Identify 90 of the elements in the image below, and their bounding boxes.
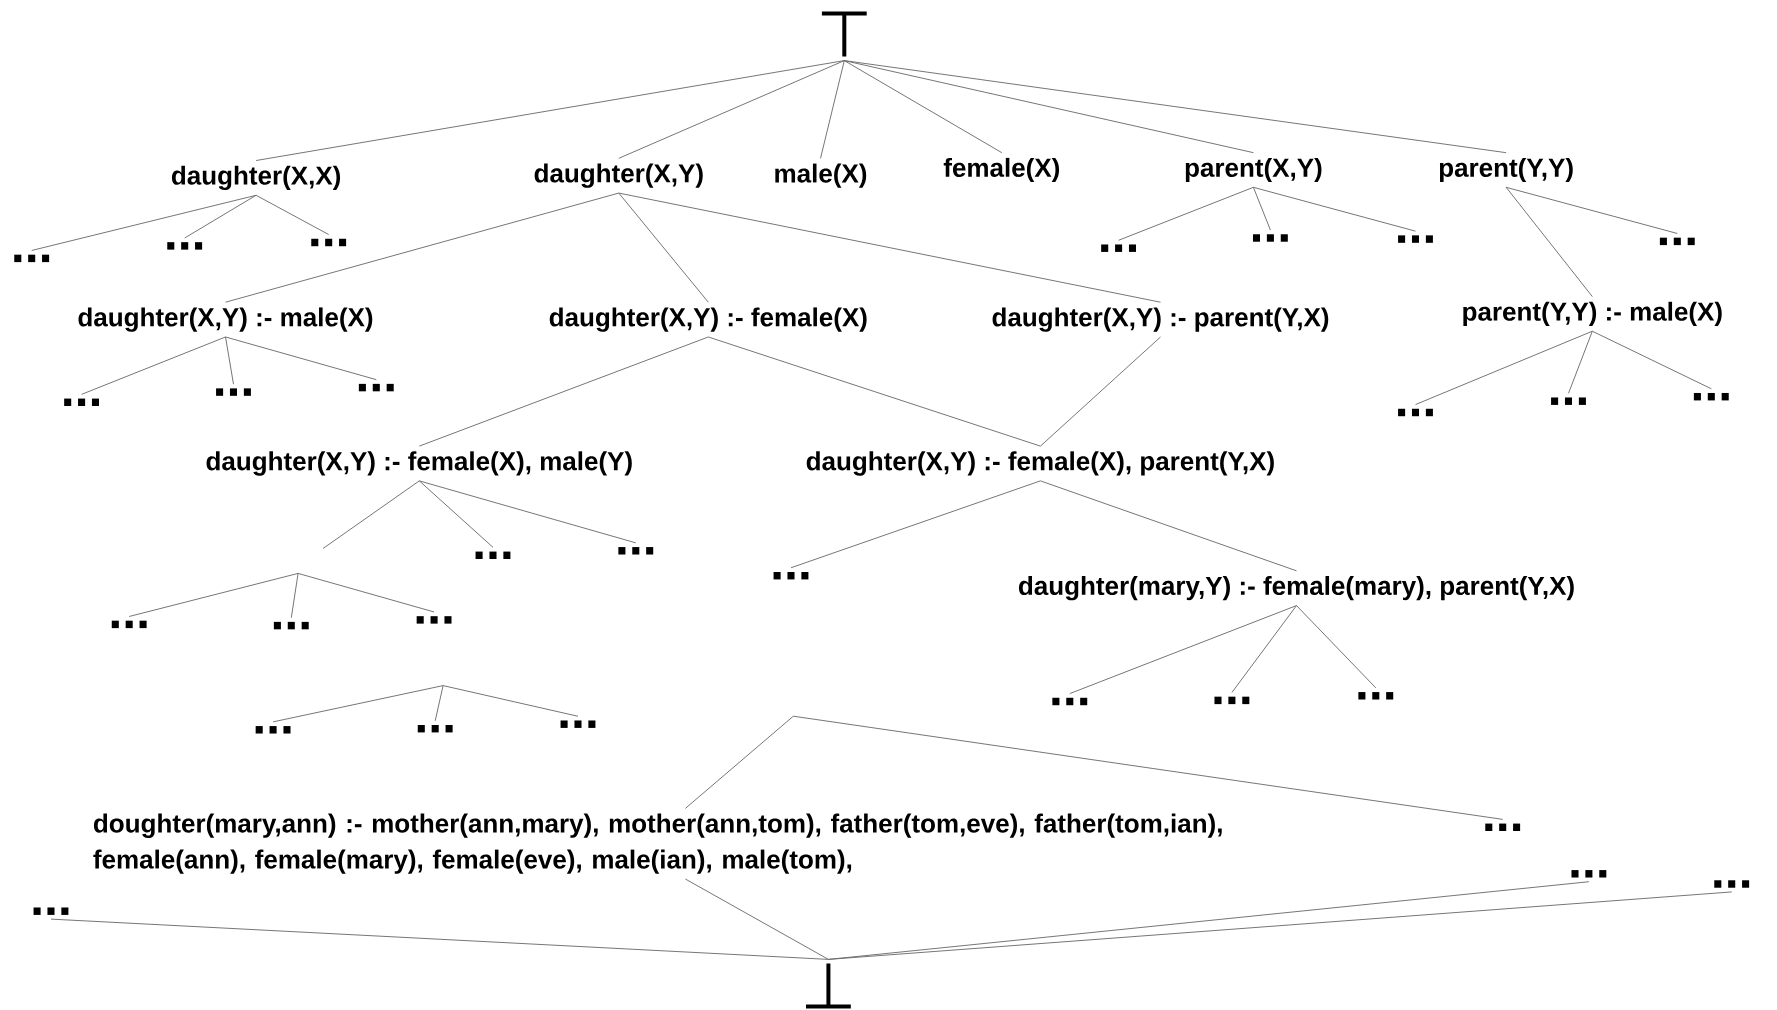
ellipsis-mark: ...	[1693, 392, 1729, 401]
tree-line	[434, 685, 444, 722]
ellipsis-mark: ...	[64, 398, 99, 406]
ellipsis-mark: ...	[1398, 235, 1433, 243]
tree-line	[827, 891, 1733, 960]
tree-line	[322, 480, 420, 549]
clause-text: doughter(mary,ann) :- mother(ann,mary), mother(ann,tom), father(tom,eve), father(tom,ian), female(ann), female(mary), female(eve), male(ian), male(tom),	[93, 813, 1222, 874]
ellipsis-mark: ...	[14, 254, 50, 263]
ellipsis-mark: ...	[1214, 696, 1250, 705]
clause-text: daughter(X,X)	[171, 165, 341, 191]
tree-line	[1118, 186, 1254, 241]
ellipsis-mark: ...	[1252, 234, 1288, 242]
tree-line	[290, 572, 299, 619]
tree-line	[684, 878, 829, 960]
tree-line	[707, 336, 1041, 447]
tree-line	[128, 572, 299, 617]
clause-text: parent(X,Y)	[1185, 157, 1322, 183]
tree-line	[843, 60, 1254, 154]
logic-symbol: ⊥	[806, 963, 851, 1009]
ellipsis-mark: ...	[216, 388, 251, 396]
ellipsis-mark: ...	[273, 621, 309, 630]
tree-line	[1591, 330, 1712, 390]
tree-line	[225, 192, 620, 303]
tree-line	[1505, 186, 1678, 234]
tree-line	[843, 60, 1507, 154]
ellipsis-mark: ...	[1551, 397, 1586, 405]
clause-text: daughter(X,Y) :- female(X), male(Y)	[206, 451, 632, 476]
ellipsis-mark: ...	[111, 620, 147, 629]
tree-line	[418, 480, 494, 548]
tree-line	[50, 918, 829, 960]
logic-symbol: ⊤	[821, 11, 867, 57]
tree-line	[255, 60, 845, 161]
tree-line	[184, 194, 257, 239]
clause-text: female(X)	[943, 157, 1060, 183]
tree-line	[820, 60, 845, 159]
ellipsis-mark: ...	[167, 242, 203, 250]
ellipsis-mark: ...	[416, 616, 452, 624]
tree-line	[1252, 186, 1416, 232]
ellipsis-mark: ...	[1714, 880, 1750, 888]
tree-line	[1296, 605, 1377, 689]
ellipsis-mark: ...	[358, 383, 394, 392]
tree-line	[81, 336, 226, 395]
tree-line	[790, 480, 1041, 569]
ellipsis-mark: ...	[1052, 697, 1088, 706]
ellipsis-mark: ...	[1358, 692, 1394, 700]
tree-line	[418, 480, 637, 544]
clause-text: daughter(X,Y) :- male(X)	[78, 307, 373, 332]
tree-line	[225, 336, 234, 385]
clause-text: daughter(X,Y) :- female(X), parent(Y,X)	[806, 451, 1274, 476]
clause-text: daughter(mary,Y) :- female(mary), parent(Y,X)	[1019, 576, 1574, 601]
clause-text: daughter(X,Y) :- parent(Y,X)	[992, 307, 1329, 332]
tree-line	[1415, 330, 1593, 405]
tree-line	[684, 715, 794, 809]
tree-line	[618, 192, 709, 303]
ellipsis-mark: ...	[311, 238, 347, 247]
tree-line	[225, 336, 377, 381]
tree-line	[618, 60, 845, 159]
tree-line	[31, 194, 257, 251]
ellipsis-mark: ...	[255, 726, 291, 734]
tree-line	[297, 572, 435, 613]
ellipsis-mark: ...	[1485, 823, 1521, 831]
ellipsis-mark: ...	[618, 547, 654, 555]
tree-line	[1252, 186, 1271, 231]
tree-line	[1231, 605, 1297, 693]
tree-line	[1568, 330, 1593, 394]
clause-text: parent(Y,Y) :- male(X)	[1463, 301, 1722, 326]
tree-line	[1069, 605, 1297, 695]
clause-text: daughter(X,Y)	[534, 163, 703, 188]
tree-line	[418, 336, 709, 447]
ellipsis-mark: ...	[475, 551, 511, 559]
tree-line	[618, 192, 1161, 303]
tree-line	[1039, 336, 1161, 447]
ellipsis-mark: ...	[1101, 244, 1136, 252]
clause-text: parent(Y,Y)	[1439, 157, 1573, 183]
clause-text: male(X)	[775, 163, 867, 188]
tree-line	[843, 60, 1003, 154]
ellipsis-mark: ...	[33, 907, 69, 915]
ellipsis-mark: ...	[417, 724, 453, 733]
tree-line	[1039, 480, 1297, 572]
ellipsis-mark: ...	[560, 720, 596, 728]
tree-line	[792, 715, 1504, 820]
ellipsis-mark: ...	[1571, 870, 1607, 878]
ellipsis-mark: ...	[773, 571, 809, 580]
clause-text: daughter(X,Y) :- female(X)	[549, 307, 867, 332]
ellipsis-mark: ...	[1659, 237, 1695, 246]
ellipsis-mark: ...	[1398, 408, 1433, 417]
tree-line	[1505, 186, 1593, 298]
tree-line	[272, 685, 444, 723]
tree-line	[255, 194, 330, 235]
tree-line	[442, 685, 579, 717]
